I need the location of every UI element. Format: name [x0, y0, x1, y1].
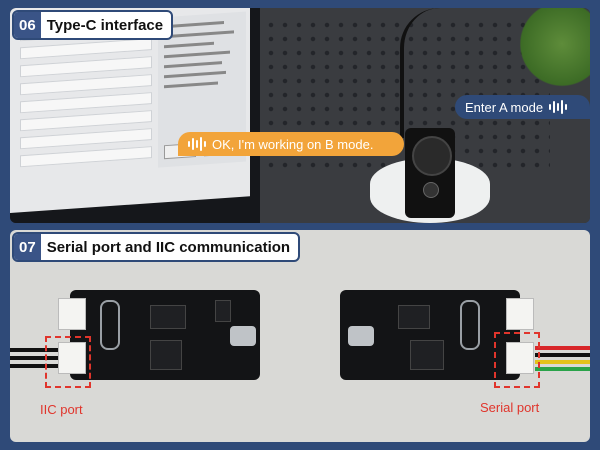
- screen-row: [20, 110, 152, 132]
- serial-connector: [506, 342, 534, 374]
- chip: [215, 300, 231, 322]
- section-title: Serial port and IIC communication: [46, 238, 291, 256]
- iic-board: [58, 290, 260, 380]
- iic-connector: [58, 342, 86, 374]
- plant-decoration: [520, 8, 590, 98]
- connector: [58, 298, 86, 330]
- serial-iic-photo-panel: IIC port Serial port 07 Serial port and …: [10, 230, 590, 442]
- section-number: 06: [14, 12, 41, 38]
- cable-wire: [535, 367, 590, 371]
- sound-wave-icon: [549, 100, 568, 114]
- cable-wire: [535, 353, 590, 357]
- laptop: [10, 8, 260, 223]
- working-mode-bubble: OK, I'm working on B mode.: [178, 132, 404, 156]
- mounting-slot: [100, 300, 120, 350]
- screen-row: [20, 38, 152, 60]
- serial-port-highlight: [494, 332, 540, 388]
- iic-port-label: IIC port: [40, 402, 83, 417]
- speaker-grille: [412, 136, 452, 176]
- working-mode-text: OK, I'm working on B mode.: [212, 136, 374, 152]
- serial-board: [340, 290, 534, 380]
- usb-c-port: [348, 326, 374, 346]
- section-number: 07: [14, 234, 41, 260]
- section-title: Type-C interface: [46, 16, 164, 34]
- screen-row: [20, 56, 152, 78]
- screen-row: [20, 146, 152, 168]
- serial-port-label: Serial port: [480, 400, 540, 415]
- chip: [410, 340, 444, 370]
- enter-mode-text: Enter A mode: [465, 99, 544, 115]
- cable-wire: [10, 356, 60, 360]
- section-tag-06: 06 Type-C interface: [12, 10, 174, 40]
- enter-mode-bubble: Enter A mode: [455, 95, 590, 119]
- screen-row: [20, 92, 152, 114]
- screen-row: [20, 74, 152, 96]
- connector: [506, 298, 534, 330]
- mounting-slot: [460, 300, 480, 350]
- microphone: [423, 182, 439, 198]
- cable-wire: [535, 346, 590, 350]
- screen-row: [20, 128, 152, 150]
- usb-c-port: [230, 326, 256, 346]
- cable-wire: [535, 360, 590, 364]
- voice-module-device: [405, 128, 455, 218]
- cable-wire: [10, 364, 60, 368]
- type-c-photo-panel: Enter A mode OK, I'm working on B mode. …: [10, 8, 590, 223]
- section-tag-07: 07 Serial port and IIC communication: [12, 232, 301, 262]
- cable-wire: [10, 348, 60, 352]
- iic-port-highlight: [45, 336, 91, 388]
- sound-wave-icon: [188, 137, 206, 151]
- chip: [150, 305, 186, 329]
- usb-cable: [400, 8, 444, 138]
- chip: [150, 340, 182, 370]
- chip: [398, 305, 430, 329]
